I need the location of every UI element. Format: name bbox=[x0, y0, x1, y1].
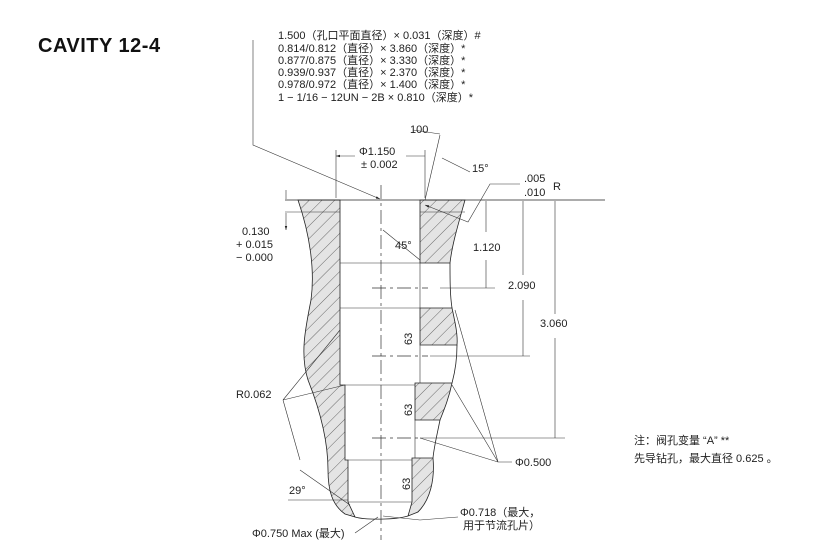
section-left-wall bbox=[297, 199, 356, 518]
port-diameter: Φ0.500 bbox=[515, 457, 551, 469]
max-diameter: Φ0.750 Max (最大) bbox=[252, 526, 345, 540]
max-diameter-leader bbox=[354, 516, 379, 534]
finish-100: 100 bbox=[410, 124, 428, 136]
bottom-profile bbox=[354, 515, 409, 520]
datum-r: R bbox=[553, 181, 561, 193]
orifice-leader bbox=[382, 515, 459, 521]
finish-63: 63 bbox=[403, 333, 415, 345]
spec-note: 0.978/0.972（直径）× 1.400（深度）* bbox=[278, 77, 466, 91]
depth-2090: 2.090 bbox=[508, 280, 536, 292]
chamfer-a: .005 bbox=[524, 173, 545, 185]
angle-29-lines bbox=[288, 469, 351, 506]
notes-leader bbox=[252, 40, 381, 200]
radius-r0062: R0.062 bbox=[236, 389, 271, 401]
angle-15: 15° bbox=[472, 163, 489, 175]
tol-minus: − 0.000 bbox=[236, 252, 273, 264]
chamfer-leader bbox=[424, 183, 520, 223]
spec-note: 0.877/0.875（直径）× 3.330（深度）* bbox=[278, 53, 466, 67]
finish-63: 63 bbox=[401, 478, 413, 490]
angle-45: 45° bbox=[395, 240, 412, 252]
angle-45-line bbox=[382, 229, 421, 261]
section-right-wall-2 bbox=[419, 307, 458, 346]
drawing-title: CAVITY 12-4 bbox=[38, 35, 161, 57]
footnote-line2: 先导钻孔，最大直径 0.625 。 bbox=[634, 451, 778, 465]
section-right-wall-3 bbox=[414, 382, 453, 421]
spec-note: 1.500（孔口平面直径）× 0.031（深度）# bbox=[278, 28, 482, 42]
angle-29: 29° bbox=[289, 485, 306, 497]
chamfer-b: .010 bbox=[524, 187, 545, 199]
depth-3060: 3.060 bbox=[540, 318, 568, 330]
port-centerlines bbox=[372, 287, 428, 439]
dim-3060 bbox=[420, 201, 565, 439]
angle-15-leader bbox=[424, 134, 471, 201]
footnote-line1: 注：阀孔变量 “A” ** bbox=[634, 433, 730, 447]
section-right-wall-1 bbox=[419, 199, 466, 264]
dim-2090 bbox=[430, 201, 530, 357]
finish-63: 63 bbox=[403, 404, 415, 416]
bore-tolerance: ± 0.002 bbox=[361, 159, 398, 171]
spec-note: 0.814/0.812（直径）× 3.860（深度）* bbox=[278, 41, 466, 55]
port-diameter-leader bbox=[419, 309, 512, 463]
spec-notes: 1.500（孔口平面直径）× 0.031（深度）# 0.814/0.812（直径… bbox=[278, 28, 482, 104]
spec-note: 0.939/0.937（直径）× 2.370（深度）* bbox=[278, 65, 466, 79]
outer-profile-right bbox=[432, 262, 458, 459]
orifice-note: 用于节流孔片） bbox=[463, 518, 540, 532]
depth-1120: 1.120 bbox=[473, 242, 501, 254]
orifice-diameter: Φ0.718（最大， bbox=[460, 505, 540, 519]
radius-leader bbox=[282, 329, 346, 461]
tol-plus: + 0.015 bbox=[236, 239, 273, 251]
bore-steps bbox=[340, 262, 421, 503]
finish-100-mark bbox=[412, 129, 441, 135]
dim-1120 bbox=[440, 201, 495, 289]
section-right-wall-4 bbox=[407, 457, 434, 517]
depth-0130: 0.130 bbox=[242, 226, 270, 238]
spec-note: 1 − 1/16 − 12UN − 2B × 0.810（深度）* bbox=[278, 90, 474, 104]
bore-diameter: Φ1.150 bbox=[359, 146, 395, 158]
